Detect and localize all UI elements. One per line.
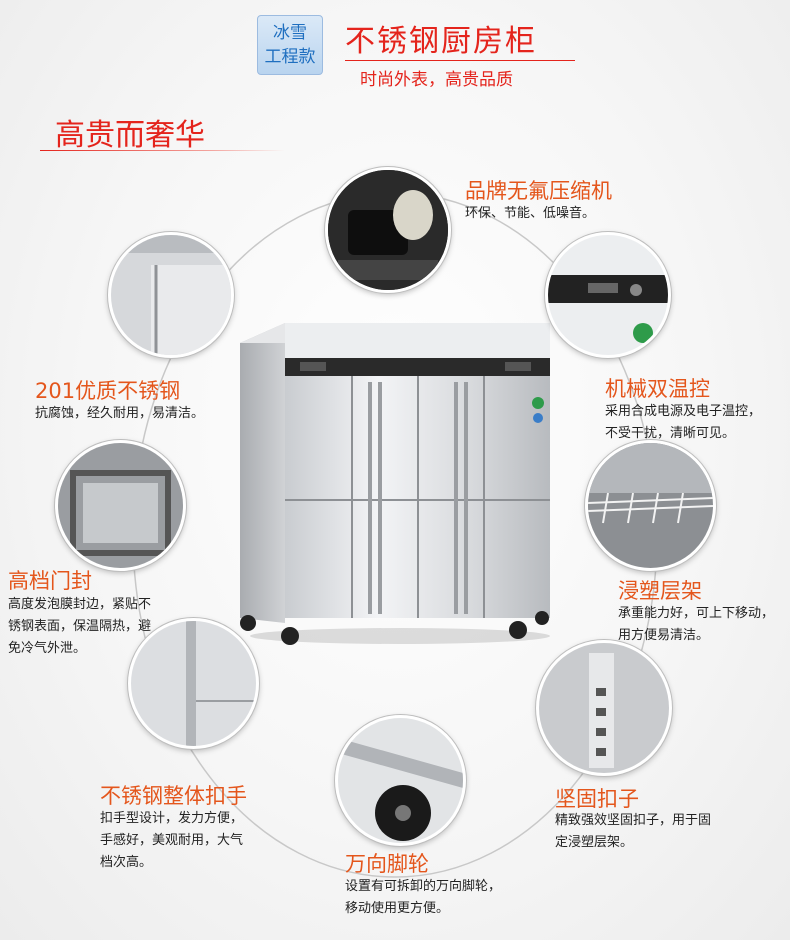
caster-title: 万向脚轮 [345, 852, 429, 876]
wire-shelf-photo [588, 443, 713, 568]
shelf-title: 浸塑层架 [618, 579, 702, 603]
clip-title: 坚固扣子 [555, 787, 639, 811]
section-underline [40, 150, 285, 151]
engineering-badge: 冰雪 工程款 [257, 15, 323, 75]
steel-edge-photo [111, 235, 231, 355]
handle-title: 不锈钢整体扣手 [100, 784, 247, 808]
steel-title: 201优质不锈钢 [35, 379, 181, 403]
shelf-clip-photo [539, 643, 669, 773]
shelf-clip-circle [536, 640, 672, 776]
caster-wheel-photo [338, 718, 463, 843]
seal-desc: 高度发泡膜封边，紧贴不锈钢表面，保温隔热，避免冷气外泄。 [8, 597, 152, 656]
thermostat-circle [545, 232, 671, 358]
seal-title: 高档门封 [8, 569, 92, 593]
compressor-title: 品牌无氟压缩机 [465, 179, 612, 203]
product-title: 不锈钢厨房柜 [345, 24, 537, 59]
steel-desc: 抗腐蚀，经久耐用，易清洁。 [35, 406, 205, 421]
clip-desc: 精致强效坚固扣子，用于固定浸塑层架。 [555, 813, 712, 850]
shelf-desc: 承重能力好，可上下移动，用方便易清洁。 [618, 606, 775, 643]
badge-line1: 冰雪 [273, 23, 307, 43]
section-title: 高贵而奢华 [55, 118, 205, 153]
compressor-desc: 环保、节能、低噪音。 [465, 206, 596, 221]
door-seal-circle [55, 440, 186, 571]
badge-line2: 工程款 [264, 47, 316, 67]
compressor-circle [325, 167, 451, 293]
caster-desc: 设置有可拆卸的万向脚轮，移动使用更方便。 [345, 879, 502, 916]
handle-circle [128, 618, 259, 749]
title-underline [345, 60, 575, 61]
refrigerator-photo [240, 323, 550, 645]
handle-photo [131, 621, 256, 746]
wire-shelf-circle [585, 440, 716, 571]
temp-desc: 采用合成电源及电子温控，不受干扰，清晰可见。 [605, 404, 762, 441]
compressor-photo [328, 170, 448, 290]
temp-title: 机械双温控 [605, 377, 710, 401]
door-seal-photo [58, 443, 183, 568]
thermostat-photo [548, 235, 668, 355]
steel-edge-circle [108, 232, 234, 358]
caster-circle [335, 715, 466, 846]
product-subtitle: 时尚外表，高贵品质 [360, 70, 513, 90]
handle-desc: 扣手型设计，发力方便，手感好，美观耐用，大气档次高。 [100, 811, 244, 870]
